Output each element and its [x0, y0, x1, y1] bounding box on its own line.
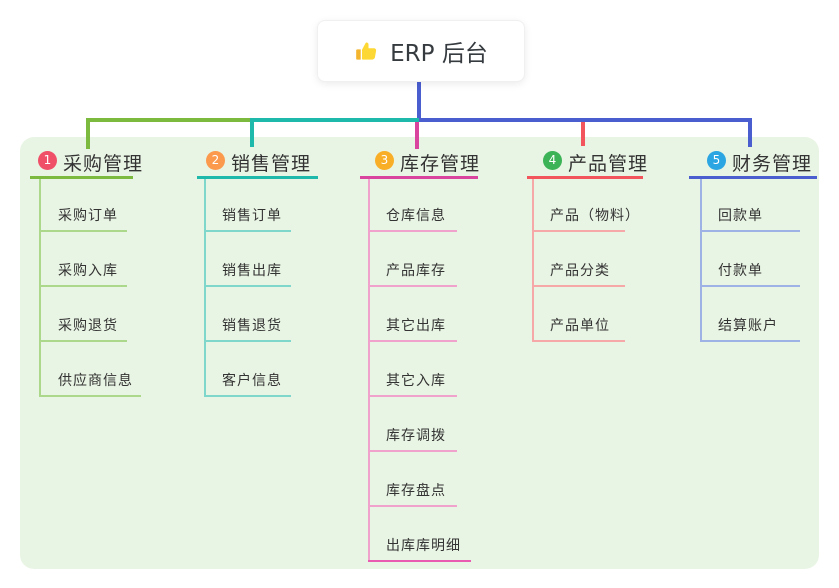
node-underline — [368, 230, 457, 232]
connector-drop-purchase — [86, 118, 90, 149]
branch-number-badge: 1 — [38, 151, 57, 170]
node-label[interactable]: 其它出库 — [386, 318, 446, 334]
node-underline — [368, 505, 457, 507]
branch-title-purchase[interactable]: 采购管理 — [63, 153, 144, 175]
connector-drop-product — [581, 122, 585, 146]
node-label[interactable]: 销售出库 — [222, 263, 282, 279]
node-label[interactable]: 付款单 — [718, 263, 763, 279]
branch-underline — [689, 176, 817, 179]
connector-bus-teal — [250, 118, 419, 122]
node-label[interactable]: 采购入库 — [58, 263, 118, 279]
node-underline — [368, 340, 457, 342]
node-underline — [39, 340, 127, 342]
node-underline — [39, 285, 127, 287]
branch-title-inventory[interactable]: 库存管理 — [400, 153, 481, 175]
branch-number-badge: 3 — [375, 151, 394, 170]
node-label[interactable]: 销售订单 — [222, 208, 282, 224]
branch-title-finance[interactable]: 财务管理 — [732, 153, 813, 175]
branch-vline — [700, 179, 702, 342]
node-label[interactable]: 产品库存 — [386, 263, 446, 279]
connector-bus-blue — [419, 118, 752, 122]
node-underline — [204, 395, 291, 397]
branch-vline — [204, 179, 206, 397]
node-underline — [204, 230, 291, 232]
node-label[interactable]: 库存调拨 — [386, 428, 446, 444]
node-underline — [368, 395, 457, 397]
branch-vline — [39, 179, 41, 397]
node-underline — [700, 285, 800, 287]
node-label[interactable]: 采购退货 — [58, 318, 118, 334]
node-label[interactable]: 采购订单 — [58, 208, 118, 224]
node-underline — [39, 395, 141, 397]
branch-number-badge: 2 — [206, 151, 225, 170]
branch-vline — [532, 179, 534, 342]
connector-drop-finance — [748, 118, 752, 147]
branch-underline — [30, 176, 133, 179]
branch-underline — [527, 176, 643, 179]
node-underline — [700, 230, 800, 232]
thumbs-up-icon — [356, 42, 377, 60]
node-underline — [532, 285, 625, 287]
branch-number-badge: 5 — [707, 151, 726, 170]
connector-drop-sales — [250, 118, 254, 147]
connector-bus-green — [86, 118, 253, 122]
node-label[interactable]: 供应商信息 — [58, 373, 133, 389]
node-label[interactable]: 结算账户 — [718, 318, 778, 334]
node-label[interactable]: 产品（物料） — [550, 208, 640, 224]
node-underline — [532, 340, 625, 342]
node-label[interactable]: 出库库明细 — [386, 538, 461, 554]
branch-underline — [360, 176, 478, 179]
branch-number-badge: 4 — [543, 151, 562, 170]
node-label[interactable]: 仓库信息 — [386, 208, 446, 224]
node-label[interactable]: 产品分类 — [550, 263, 610, 279]
node-label[interactable]: 其它入库 — [386, 373, 446, 389]
node-underline — [368, 450, 457, 452]
node-label[interactable]: 回款单 — [718, 208, 763, 224]
node-underline — [368, 285, 457, 287]
node-underline — [204, 340, 291, 342]
node-label[interactable]: 库存盘点 — [386, 483, 446, 499]
node-underline — [368, 560, 471, 562]
node-label[interactable]: 产品单位 — [550, 318, 610, 334]
connector-root-vertical — [417, 80, 421, 119]
node-label[interactable]: 客户信息 — [222, 373, 282, 389]
node-underline — [39, 230, 127, 232]
branch-underline — [197, 176, 318, 179]
node-underline — [204, 285, 291, 287]
node-label[interactable]: 销售退货 — [222, 318, 282, 334]
root-title: ERP 后台 — [390, 41, 488, 67]
node-underline — [532, 230, 625, 232]
branch-title-sales[interactable]: 销售管理 — [231, 153, 312, 175]
node-underline — [700, 340, 800, 342]
connector-drop-inventory — [415, 122, 419, 149]
branch-title-product[interactable]: 产品管理 — [568, 153, 649, 175]
branch-vline — [368, 179, 370, 562]
branches-panel — [20, 137, 819, 569]
root-node[interactable]: ERP 后台 — [317, 20, 525, 82]
